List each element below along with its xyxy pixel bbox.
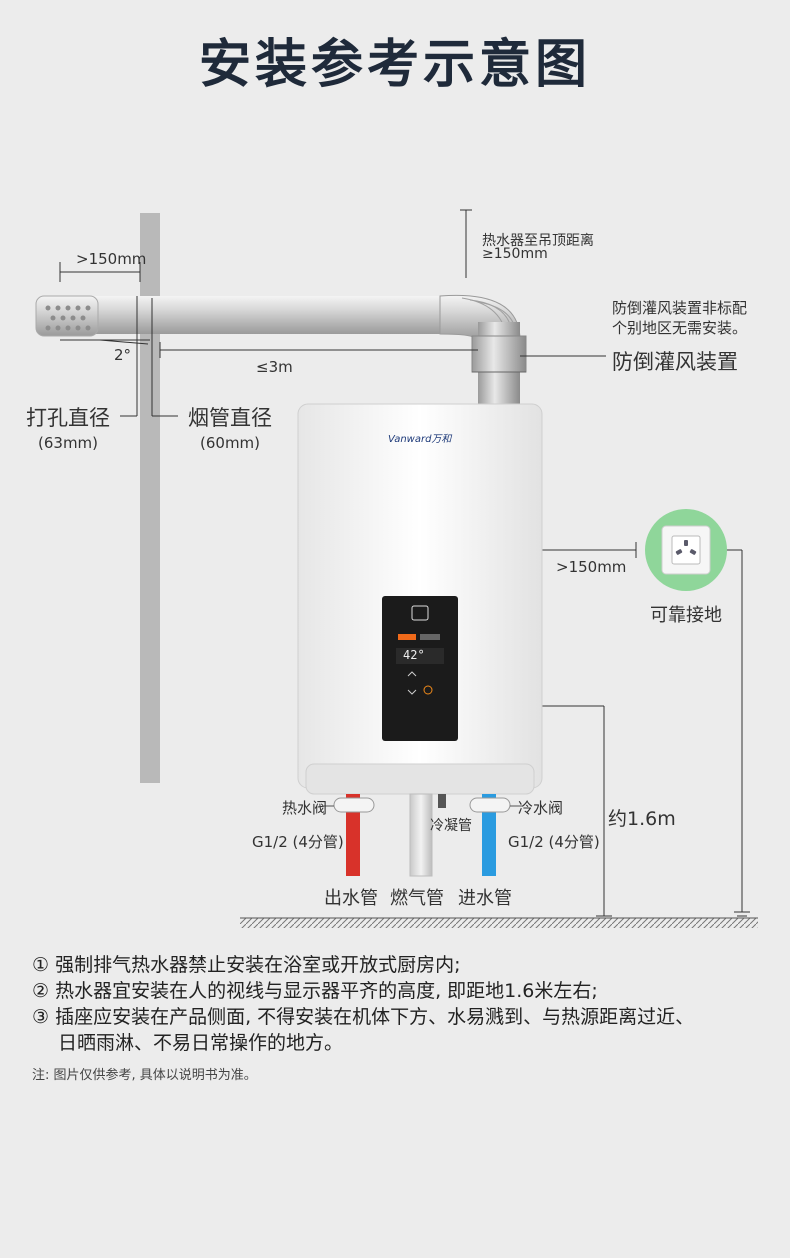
power-icon [423, 685, 433, 695]
flue-pipe [40, 296, 460, 334]
flue-cap [35, 295, 99, 337]
flue-diameter-label: 烟管直径 [188, 406, 272, 430]
socket-holes-icon [675, 540, 697, 555]
display-temperature: 42° [403, 648, 425, 662]
hot-water-pipe [346, 794, 360, 876]
hole-diameter-label: 打孔直径 [26, 406, 110, 430]
condensate-label: 冷凝管 [430, 818, 472, 834]
page-title: 安装参考示意图 [198, 35, 591, 95]
note-3: ③ 插座应安装在产品侧面, 不得安装在机体下方、水易溅到、与热源距离过近、 [32, 1006, 695, 1028]
floor [240, 918, 758, 928]
wall [140, 213, 160, 783]
display-panel [382, 596, 458, 741]
anti-backdraft-label: 防倒灌风装置 [612, 350, 738, 374]
cold-valve-label: 冷水阀 [518, 799, 564, 817]
note-2: ② 热水器宜安装在人的视线与显示器平齐的高度, 即距地1.6米左右; [32, 980, 598, 1002]
ceiling-gap-label-1: 热水器至吊顶距离 [482, 233, 594, 249]
cold-water-pipe [482, 794, 496, 876]
flue-diameter-value: (60mm) [200, 434, 261, 452]
anti-backdraft-device [471, 335, 527, 373]
gas-pipe [409, 793, 433, 877]
gas-pipe-label: 燃气管 [390, 888, 444, 909]
anti-backdraft-note-1: 防倒灌风装置非标配 [612, 299, 748, 317]
up-icon [407, 671, 417, 677]
note-1: ① 强制排气热水器禁止安装在浴室或开放式厨房内; [32, 954, 461, 976]
footnote: 注: 图片仅供参考, 具体以说明书为准。 [32, 1068, 257, 1083]
installation-notes: ① 强制排气热水器禁止安装在浴室或开放式厨房内; ② 热水器宜安装在人的视线与显… [32, 952, 772, 1056]
hot-valve-label: 热水阀 [282, 799, 328, 817]
eco-icon [411, 605, 429, 621]
anti-backdraft-note-2: 个别地区无需安装。 [612, 319, 748, 337]
wall-gap-label: >150mm [76, 250, 147, 268]
hot-spec-label: G1/2 (4分管) [252, 833, 344, 851]
height-label: 约1.6m [608, 808, 676, 830]
hole-diameter-value: (63mm) [38, 434, 99, 452]
angle-label: 2° [114, 346, 132, 364]
down-icon [407, 689, 417, 695]
socket-gap-label: >150mm [556, 558, 627, 576]
inlet-pipe-label: 进水管 [458, 888, 512, 909]
brand-logo: Vanward万和 [388, 434, 452, 445]
water-heater-bottom [305, 763, 535, 795]
condensate-pipe [438, 794, 446, 808]
pipe-length-label: ≤3m [256, 358, 293, 376]
ceiling-gap-label-2: ≥150mm [482, 246, 548, 262]
note-3-continued: 日晒雨淋、不易日常操作的地方。 [58, 1032, 344, 1054]
flue-vent-holes [45, 305, 91, 331]
cold-spec-label: G1/2 (4分管) [508, 833, 600, 851]
hot-valve [333, 797, 375, 813]
outlet-pipe-label: 出水管 [324, 888, 378, 909]
cold-valve [469, 797, 511, 813]
socket-label: 可靠接地 [650, 605, 722, 626]
